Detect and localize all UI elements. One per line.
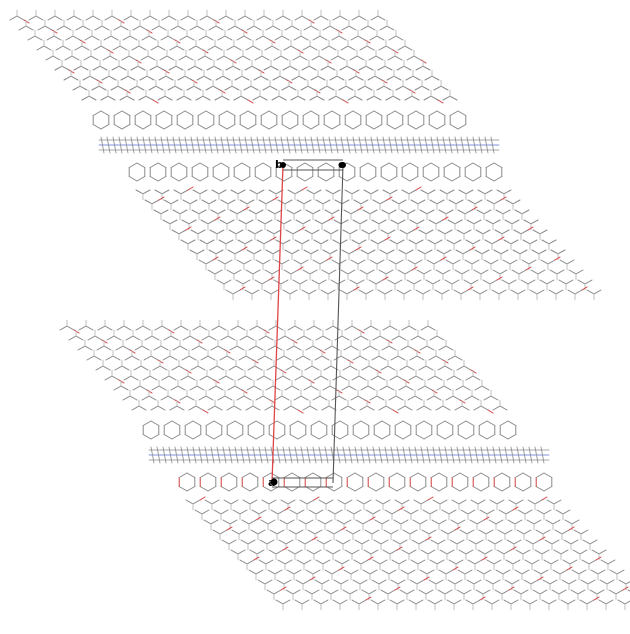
- axis-label-b: b: [275, 158, 283, 171]
- cell-edge-right: [332, 164, 344, 484]
- molecular-layer-bottom: [59, 319, 630, 611]
- cell-axis-a: [271, 164, 284, 484]
- cell-corner-c-marker: [340, 162, 346, 168]
- molecular-layer-top: [9, 9, 602, 301]
- axis-label-c: c: [338, 158, 345, 171]
- cell-corner-b-marker: [280, 162, 286, 168]
- axis-label-a: a: [268, 476, 275, 489]
- axis-labels: b c a: [268, 158, 345, 489]
- cell-origin-marker: [270, 478, 278, 486]
- unit-cell-outline: [270, 159, 346, 488]
